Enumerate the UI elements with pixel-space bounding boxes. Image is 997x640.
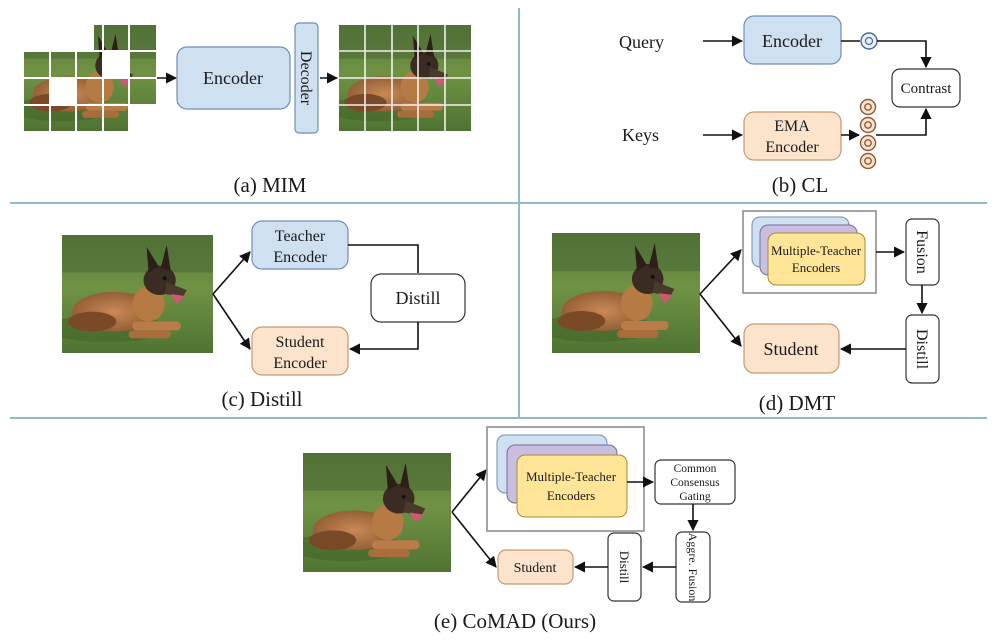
- mim-decoder-label: Decoder: [297, 51, 314, 106]
- dmt-teachers-line2: Encoders: [792, 260, 840, 275]
- reconstructed-image: [339, 25, 471, 131]
- dmt-teachers-line1: Multiple-Teacher: [771, 243, 862, 258]
- comad-student-label: Student: [514, 561, 557, 576]
- cl-ema-encoder-box: [743, 111, 842, 161]
- arrow-image-to-student: [451, 511, 497, 568]
- dmt-distill-label: Distill: [913, 329, 930, 370]
- arrow-image-to-teacher: [212, 251, 251, 295]
- panel-dividers: [10, 8, 987, 419]
- panel-comad: Multiple-Teacher Encoders Common Consens…: [288, 426, 736, 633]
- comad-fusion-label: Aggre. Fusion: [686, 533, 700, 602]
- comad-gating-line2: Consensus: [670, 477, 720, 489]
- distill-teacher-line1: Teacher: [275, 228, 326, 245]
- comad-student-box: [497, 549, 574, 585]
- dmt-teacher-card-front: [767, 232, 866, 286]
- comad-input-image: [288, 453, 451, 572]
- cl-encoder-label: Encoder: [762, 31, 822, 51]
- cl-ema-label-line1: EMA: [774, 118, 810, 135]
- mim-encoder-box: [176, 46, 291, 110]
- arrow-image-to-teachers: [699, 249, 742, 295]
- key-feature-nodes: [859, 98, 877, 170]
- mim-caption: (a) MIM: [234, 173, 307, 197]
- panel-distill: Teacher Encoder Distill Student Encoder …: [47, 220, 466, 411]
- arrow-image-to-student: [212, 293, 251, 350]
- comad-teachers-line2: Encoders: [547, 488, 595, 503]
- comad-gating-line3: Gating: [679, 491, 711, 503]
- dmt-student-label: Student: [763, 339, 818, 359]
- distill-caption: (c) Distill: [221, 387, 302, 411]
- dmt-fusion-label: Fusion: [913, 230, 930, 274]
- comad-caption: (e) CoMAD (Ours): [434, 609, 596, 633]
- comad-teacher-card-front: [516, 454, 628, 518]
- cl-keys-label: Keys: [622, 125, 659, 145]
- arrow-keys-to-contrast: [876, 107, 932, 136]
- query-feature-node: [860, 32, 878, 50]
- comad-teachers-line1: Multiple-Teacher: [526, 469, 617, 484]
- panel-cl: Query Encoder Contrast Keys EMA Encoder …: [619, 15, 961, 197]
- comad-gating-line1: Common: [674, 463, 717, 475]
- cl-query-label: Query: [619, 32, 664, 52]
- panel-mim: Encoder Decoder (a) MIM: [24, 22, 471, 197]
- mim-decoder-box: [294, 22, 319, 134]
- line-teacher-to-distill: [348, 244, 419, 273]
- comad-gating-box: [654, 459, 736, 505]
- dmt-student-box: [743, 323, 840, 374]
- arrow-distill-to-student: [348, 322, 419, 355]
- comad-distill-label: Distill: [617, 551, 632, 584]
- arrow-image-to-student: [699, 293, 742, 347]
- masked-image: [24, 25, 156, 131]
- cl-contrast-label: Contrast: [901, 81, 953, 97]
- dmt-input-image: [537, 233, 700, 353]
- dmt-caption: (d) DMT: [759, 391, 836, 415]
- cl-ema-label-line2: Encoder: [765, 139, 819, 156]
- distill-input-image: [47, 235, 213, 353]
- distill-teacher-line2: Encoder: [273, 249, 327, 266]
- arrow-query-to-contrast: [877, 40, 932, 69]
- cl-encoder-box: [743, 15, 842, 65]
- distill-label: Distill: [395, 288, 440, 308]
- distill-student-line2: Encoder: [273, 355, 327, 372]
- cl-contrast-box: [891, 68, 961, 108]
- distill-student-line1: Student: [276, 334, 325, 351]
- mim-encoder-label: Encoder: [203, 68, 263, 88]
- cl-caption: (b) CL: [772, 173, 829, 197]
- panel-dmt: Multiple-Teacher Encoders Fusion Distill…: [537, 210, 940, 415]
- arrow-image-to-teachers: [451, 469, 487, 513]
- distill-student-box: [251, 326, 349, 376]
